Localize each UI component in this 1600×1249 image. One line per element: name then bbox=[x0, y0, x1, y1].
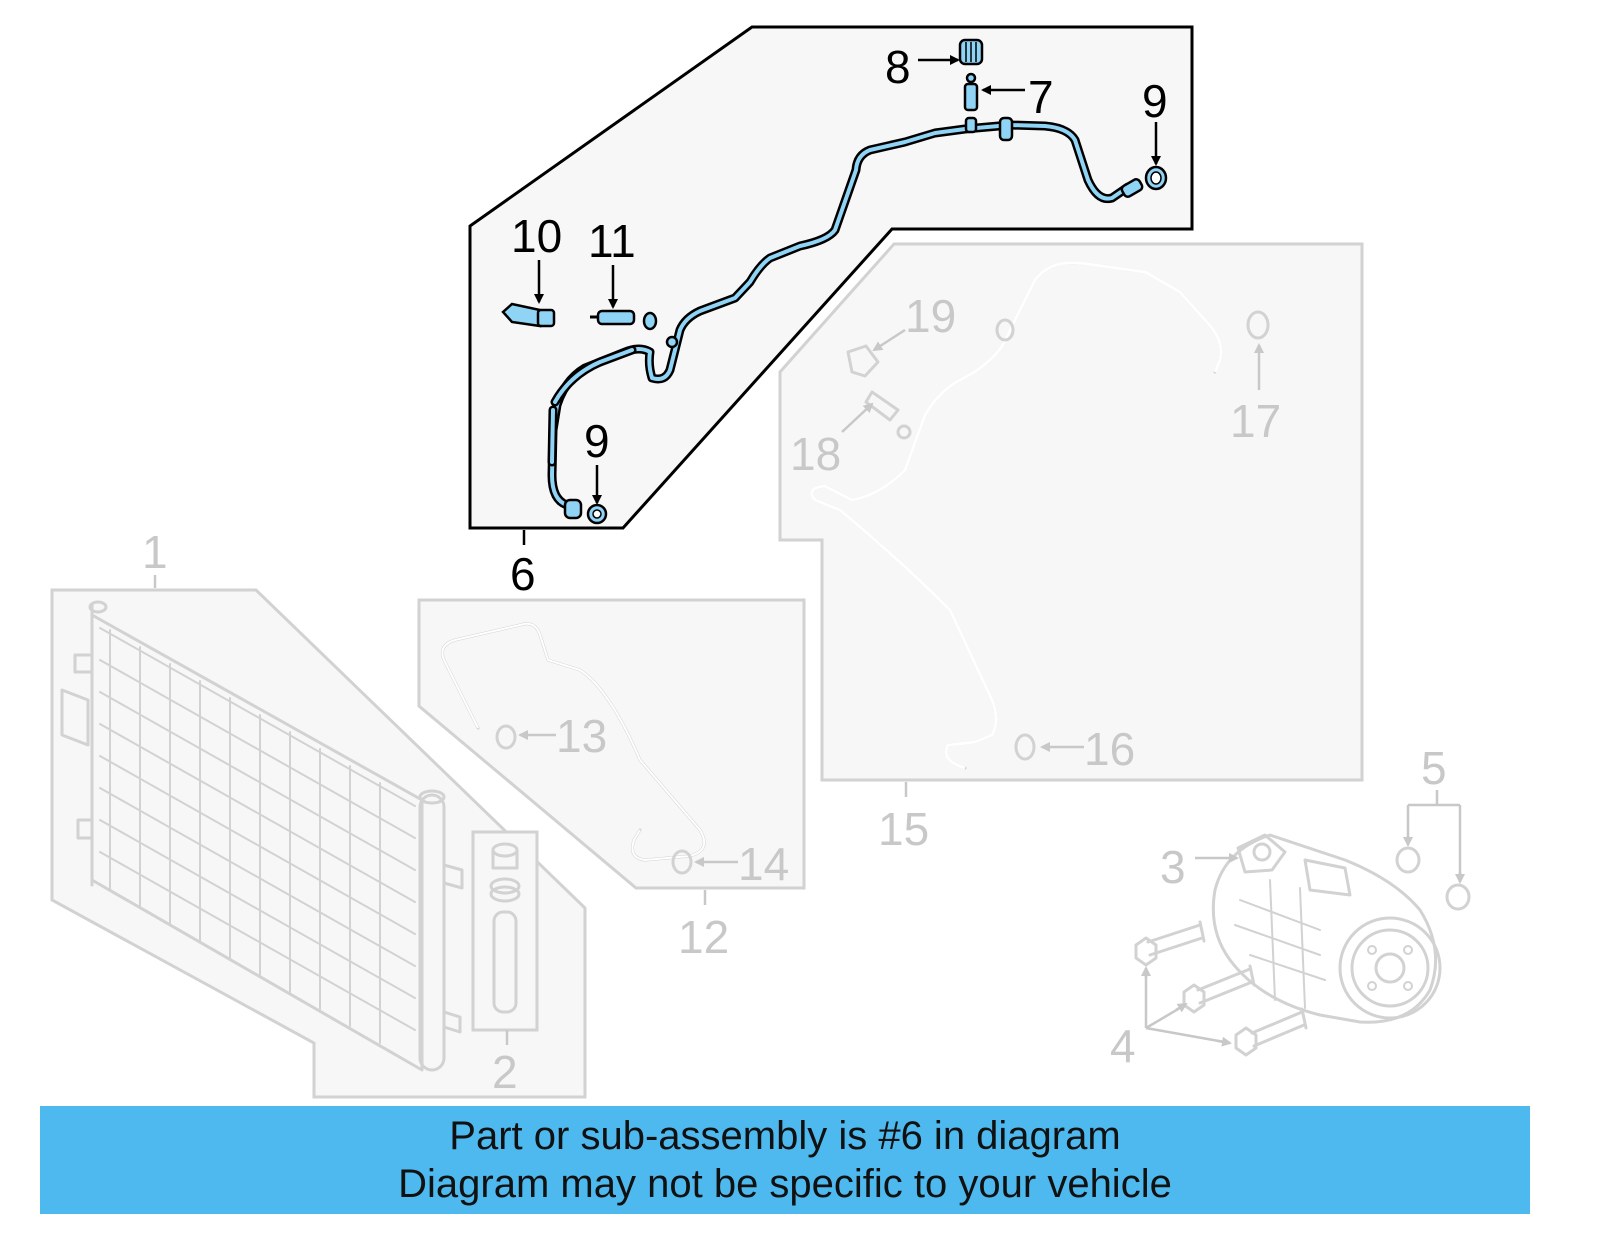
banner-line-2: Diagram may not be specific to your vehi… bbox=[398, 1162, 1172, 1206]
condenser-box bbox=[50, 588, 587, 1099]
callout-9-lower: 9 bbox=[584, 415, 610, 467]
bolts bbox=[1134, 920, 1308, 1057]
callout-11: 11 bbox=[588, 215, 636, 267]
valve-core-7 bbox=[963, 72, 979, 112]
callout-18: 18 bbox=[790, 428, 841, 480]
callout-14: 14 bbox=[738, 838, 789, 890]
callout-13: 13 bbox=[556, 710, 607, 762]
callout-7: 7 bbox=[1028, 71, 1054, 123]
callout-2: 2 bbox=[492, 1046, 518, 1098]
callout-4: 4 bbox=[1110, 1020, 1136, 1072]
callout-6: 6 bbox=[510, 548, 536, 600]
drier-cartridge bbox=[489, 842, 521, 1014]
highlighted-assembly-6: 8 7 9 10 11 9 bbox=[468, 25, 1194, 600]
callout-17: 17 bbox=[1230, 395, 1281, 447]
service-port-base bbox=[964, 116, 978, 134]
liquid-line-box bbox=[417, 598, 806, 890]
callout-19: 19 bbox=[905, 290, 956, 342]
hose-end-fitting-lower bbox=[563, 498, 583, 520]
callout-8: 8 bbox=[885, 41, 911, 93]
condenser-group: 1 2 bbox=[50, 526, 587, 1099]
suction-line-group-15: 19 18 17 16 15 bbox=[778, 242, 1364, 855]
callout-15: 15 bbox=[878, 803, 929, 855]
service-cap-8 bbox=[958, 38, 984, 66]
callout-1: 1 bbox=[142, 526, 168, 578]
callout-5: 5 bbox=[1421, 742, 1447, 794]
compressor bbox=[1211, 833, 1442, 1024]
info-banner: Part or sub-assembly is #6 in diagram Di… bbox=[40, 1106, 1530, 1214]
callout-12: 12 bbox=[678, 911, 729, 963]
suction-line-box bbox=[778, 242, 1364, 782]
assembly-6-box bbox=[468, 25, 1194, 530]
receiver-drier bbox=[418, 789, 464, 1072]
drier-cartridge-box bbox=[471, 830, 539, 1032]
callout-10: 10 bbox=[511, 210, 562, 262]
compressor-group: 3 5 4 bbox=[1110, 742, 1471, 1072]
hose-end-fitting bbox=[1120, 178, 1144, 198]
port-fitting bbox=[665, 335, 679, 349]
pressure-sensor-10 bbox=[501, 302, 556, 328]
condenser-core bbox=[60, 600, 424, 1072]
liquid-line-group-12: 13 14 12 bbox=[417, 598, 806, 963]
hose-clamp bbox=[998, 116, 1014, 142]
callout-3: 3 bbox=[1160, 841, 1186, 893]
callout-9-upper: 9 bbox=[1142, 75, 1168, 127]
callout-16: 16 bbox=[1084, 723, 1135, 775]
banner-line-1: Part or sub-assembly is #6 in diagram bbox=[449, 1114, 1121, 1158]
valve-11 bbox=[590, 309, 658, 331]
